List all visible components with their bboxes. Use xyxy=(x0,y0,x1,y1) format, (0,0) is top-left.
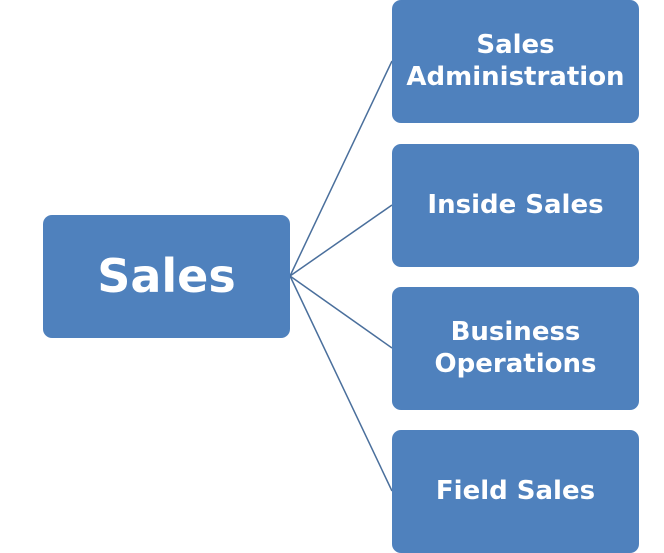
child-node-label: Field Sales xyxy=(435,475,596,506)
child-node-inside-sales: Inside Sales xyxy=(392,144,639,267)
root-node-label: Sales xyxy=(97,249,236,304)
child-node-label: Business Operations xyxy=(434,316,597,379)
child-node-business-operations: Business Operations xyxy=(392,287,639,410)
child-node-sales-administration: Sales Administration xyxy=(392,0,639,123)
child-node-label: Sales Administration xyxy=(406,29,625,92)
root-node-sales: Sales xyxy=(43,215,290,338)
connector-to-business-operations xyxy=(289,275,393,349)
child-node-label: Inside Sales xyxy=(427,189,604,220)
connector-to-field-sales xyxy=(289,275,393,492)
connector-to-inside-sales xyxy=(289,204,393,277)
connector-to-sales-administration xyxy=(289,60,393,277)
child-node-field-sales: Field Sales xyxy=(392,430,639,553)
